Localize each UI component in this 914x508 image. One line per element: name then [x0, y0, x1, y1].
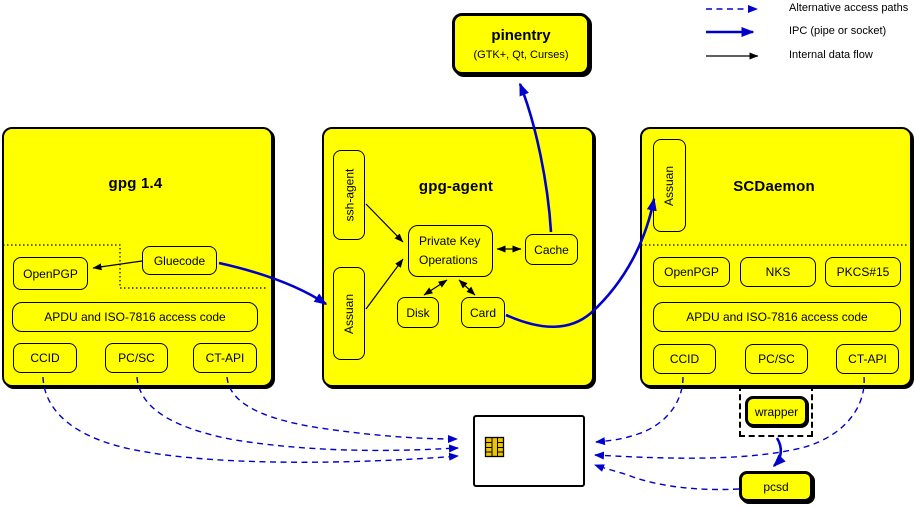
gpg14-apdu-box: APDU and ISO-7816 access code: [12, 302, 258, 332]
gpg14-title: gpg 1.4: [108, 175, 163, 192]
pko-line1: Private Key: [419, 234, 481, 248]
edge-gpg14-pcsc-to-card: [136, 376, 459, 453]
gpg14-ccid-box: CCID: [13, 343, 77, 373]
pcsd-box: pcsd: [739, 471, 813, 502]
gpgagent-cache-box: Cache: [525, 234, 578, 265]
gpgagent-assuan-label: Assuan: [342, 293, 356, 334]
gpgagent-sshagent-label: ssh-agent: [342, 168, 357, 222]
gpg14-pcsc-box: PC/SC: [105, 343, 168, 373]
scdaemon-pcsc-box: PC/SC: [745, 344, 808, 374]
legend-ipc-label: IPC (pipe or socket): [789, 25, 887, 37]
pko-line2: Operations: [419, 253, 478, 267]
scdaemon-ctapi-box: CT-API: [836, 344, 899, 374]
gpg14-gluecode-box: Gluecode: [142, 246, 217, 275]
scdaemon-nks-box: NKS: [740, 257, 816, 287]
smartcard: [473, 415, 585, 487]
pinentry-box: pinentry (GTK+, Qt, Curses): [452, 13, 590, 75]
pinentry-title: pinentry: [491, 27, 551, 44]
gpg14-openpgp-box: OpenPGP: [13, 257, 88, 290]
edge-pcsd-to-card: [594, 464, 740, 491]
wrapper-box: wrapper: [745, 396, 808, 427]
gpgagent-title: gpg-agent: [418, 178, 494, 195]
scdaemon-assuan-label: Assuan: [662, 165, 677, 206]
gpgagent-pko-box: Private Key Operations: [408, 225, 493, 277]
edge-gpg14-ccid-to-card: [42, 376, 459, 463]
gpg14-ctapi-box: CT-API: [193, 343, 257, 373]
scdaemon-apdu-box: APDU and ISO-7816 access code: [653, 302, 901, 332]
scdaemon-openpgp-box: OpenPGP: [653, 257, 730, 287]
legend-alt-label: Alternative access paths: [789, 2, 909, 14]
edge-scdaemon-ctapi-to-card: [594, 376, 865, 460]
gpgagent-disk-box: Disk: [397, 297, 439, 328]
edge-wrapper-to-pcsd: [772, 437, 786, 468]
scdaemon-ccid-box: CCID: [653, 344, 716, 374]
pinentry-subtitle: (GTK+, Qt, Curses): [473, 49, 569, 61]
gpgagent-sshagent-box: ssh-agent: [333, 150, 365, 240]
scdaemon-pkcs15-box: PKCS#15: [825, 257, 901, 287]
gpgagent-assuan-box: Assuan: [333, 267, 365, 360]
scdaemon-assuan-box: Assuan: [653, 139, 686, 232]
gpgagent-card-box: Card: [461, 297, 505, 328]
scdaemon-title: SCDaemon: [733, 178, 815, 195]
legend-internal-label: Internal data flow: [789, 49, 873, 61]
